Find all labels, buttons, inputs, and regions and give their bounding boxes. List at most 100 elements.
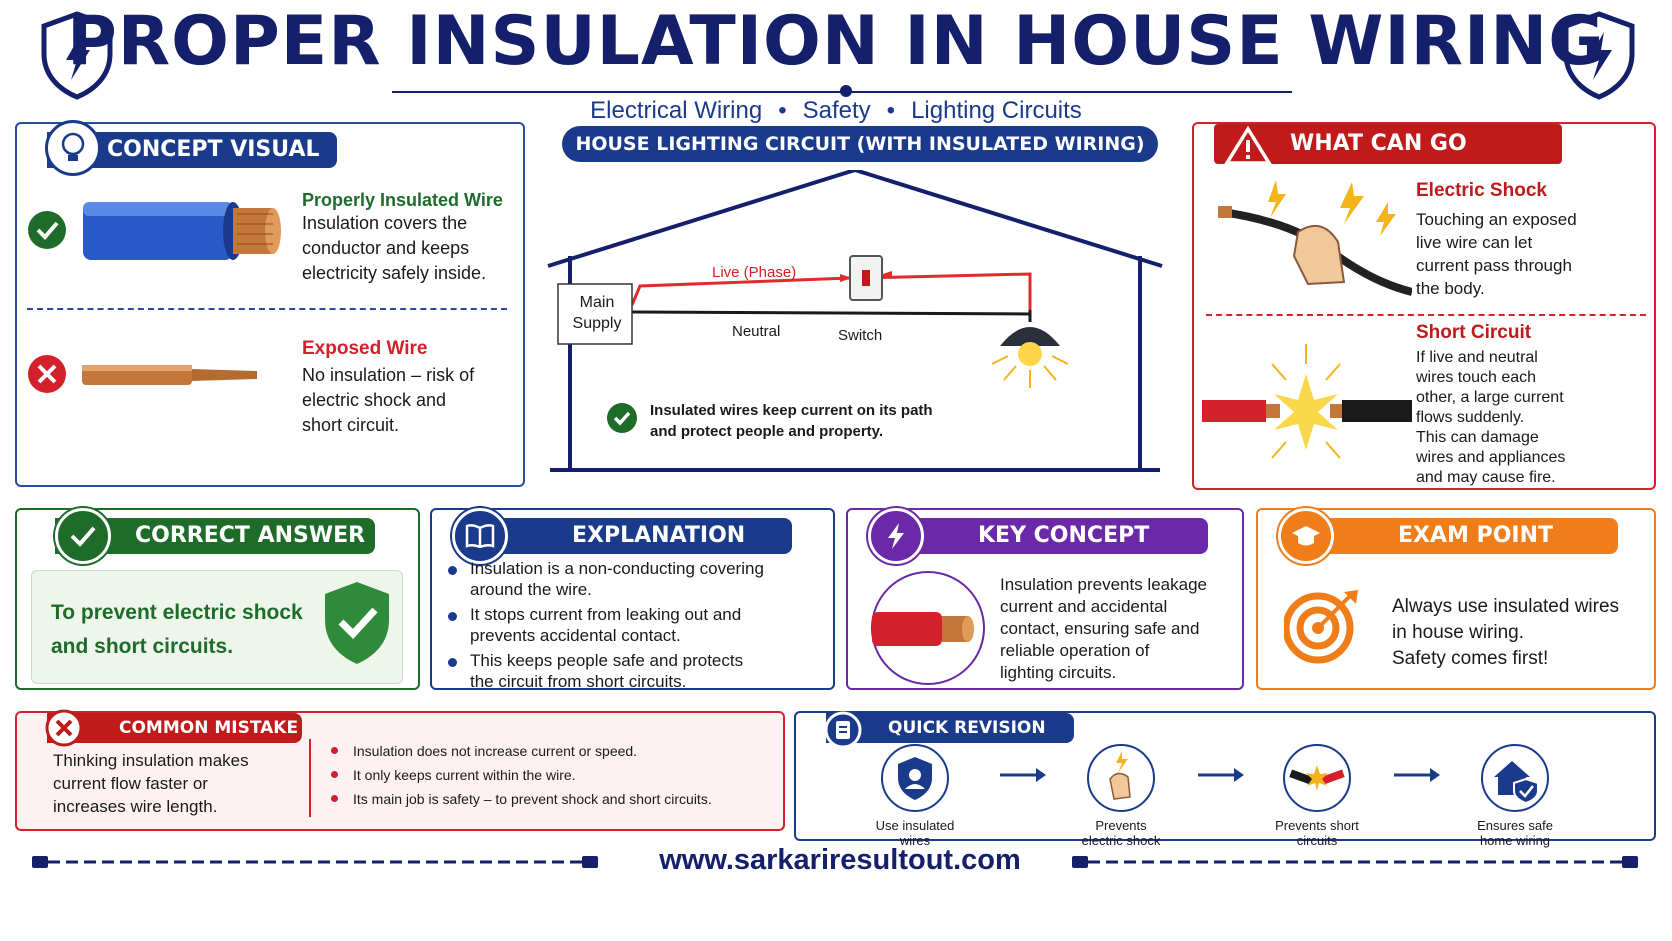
exam-line-1: Always use insulated wires bbox=[1392, 596, 1620, 617]
hand-shock-icon bbox=[1087, 744, 1155, 812]
exposed-wire-heading: Exposed Wire bbox=[302, 338, 428, 359]
revision-step-1: Use insulated wires bbox=[852, 743, 978, 848]
key-concept-panel: KEY CONCEPT Insulation prevents leakage … bbox=[846, 508, 1244, 690]
correct-answer-title: CORRECT ANSWER bbox=[55, 518, 375, 554]
mistake-divider bbox=[309, 739, 311, 817]
clipboard-icon bbox=[824, 711, 862, 754]
key-line-2: current and accidental bbox=[1000, 597, 1168, 616]
short-circuit-heading: Short Circuit bbox=[1416, 322, 1532, 343]
arrow-right-icon bbox=[1196, 765, 1246, 790]
warning-icon bbox=[1223, 125, 1273, 171]
key-line-4: reliable operation of bbox=[1000, 641, 1150, 660]
explanation-title: EXPLANATION bbox=[462, 518, 792, 554]
common-mistake-title: COMMON MISTAKE bbox=[47, 713, 302, 743]
good-wire-line-2: conductor and keeps bbox=[302, 238, 470, 258]
arrow-right-icon bbox=[1392, 765, 1442, 790]
subtitle-tags: Electrical Wiring•Safety•Lighting Circui… bbox=[0, 97, 1672, 125]
shock-line-2: live wire can let bbox=[1416, 233, 1533, 252]
exposed-wire-line-1: No insulation – risk of bbox=[302, 365, 475, 385]
good-wire-line-3: electricity safely inside. bbox=[302, 263, 487, 283]
good-wire-line-1: Insulation covers the bbox=[302, 213, 468, 233]
mistake-bullet-list: Insulation does not increase current or … bbox=[327, 741, 777, 813]
tag-separator: • bbox=[778, 97, 787, 124]
red-wire-circle-image bbox=[868, 568, 994, 693]
good-wire-heading: Properly Insulated Wire bbox=[302, 190, 503, 210]
step-3-line-1: Prevents short bbox=[1275, 818, 1359, 833]
circuit-title: HOUSE LIGHTING CIRCUIT (WITH INSULATED W… bbox=[575, 133, 1145, 155]
exposed-wire-line-2: electric shock and bbox=[302, 390, 447, 410]
short-line-4: flows suddenly. bbox=[1416, 409, 1525, 426]
short-line-3: other, a large current bbox=[1416, 389, 1564, 406]
revision-step-4: Ensures safe home wiring bbox=[1452, 743, 1578, 848]
mistake-line-3: increases wire length. bbox=[53, 797, 218, 816]
footer-url[interactable]: www.sarkariresultout.com bbox=[659, 844, 1021, 876]
exposed-wire-image bbox=[82, 360, 262, 395]
short-line-2: wires touch each bbox=[1416, 369, 1537, 386]
step-1-line-2: wires bbox=[899, 833, 931, 848]
left-shield-icon bbox=[38, 10, 116, 105]
safe-home-icon bbox=[1481, 744, 1549, 812]
shock-line-1: Touching an exposed bbox=[1416, 210, 1577, 229]
circuit-check-icon bbox=[606, 402, 638, 439]
short-circuit-image bbox=[1202, 334, 1412, 479]
step-4-line-2: home wiring bbox=[1479, 833, 1551, 848]
circuit-title-banner: HOUSE LIGHTING CIRCUIT (WITH INSULATED W… bbox=[562, 126, 1158, 162]
dashed-divider bbox=[27, 308, 507, 310]
switch-label: Switch bbox=[838, 327, 883, 344]
short-line-1: If live and neutral bbox=[1416, 349, 1538, 366]
house-circuit-diagram bbox=[540, 167, 1170, 515]
footer-right-plug-line bbox=[1072, 852, 1642, 877]
lightbulb-icon bbox=[45, 120, 101, 176]
step-1-line-1: Use insulated bbox=[875, 818, 955, 833]
quick-revision-title: QUICK REVISION bbox=[826, 713, 1074, 743]
footer-left-plug-line bbox=[32, 852, 602, 877]
electric-shock-image bbox=[1212, 172, 1413, 307]
answer-check-icon bbox=[55, 508, 111, 564]
check-green-icon bbox=[27, 210, 67, 255]
wrong-dashed-divider bbox=[1206, 314, 1646, 316]
exam-point-title: EXAM POINT bbox=[1288, 518, 1618, 554]
what-can-go-wrong-panel: WHAT CAN GO WRONG? Electric Shock Touchi… bbox=[1192, 122, 1656, 490]
shock-line-4: the body. bbox=[1416, 279, 1485, 298]
step-2-line-1: Prevents bbox=[1095, 818, 1147, 833]
tag-safety: Safety bbox=[802, 97, 871, 124]
exam-line-3: Safety comes first! bbox=[1392, 648, 1549, 669]
short-line-7: and may cause fire. bbox=[1416, 469, 1556, 486]
key-line-1: Insulation prevents leakage bbox=[1000, 575, 1207, 594]
shock-line-3: current pass through bbox=[1416, 256, 1572, 275]
step-3-line-2: circuits bbox=[1296, 833, 1338, 848]
answer-line-2: and short circuits. bbox=[51, 635, 234, 658]
step-4-line-1: Ensures safe bbox=[1477, 818, 1553, 833]
cross-red-icon bbox=[27, 354, 67, 399]
right-shield-icon bbox=[1560, 10, 1638, 105]
wrong-title: WHAT CAN GO WRONG? bbox=[1214, 124, 1562, 196]
mistake-line-2: current flow faster or bbox=[53, 774, 208, 793]
short-line-5: This can damage bbox=[1416, 429, 1539, 446]
tag-separator: • bbox=[886, 97, 896, 124]
mistake-cross-icon bbox=[45, 709, 83, 752]
key-concept-title: KEY CONCEPT bbox=[878, 518, 1208, 554]
key-line-5: lighting circuits. bbox=[1000, 663, 1117, 682]
step-2-line-2: electric shock bbox=[1081, 833, 1161, 848]
exam-line-2: in house wiring. bbox=[1392, 622, 1525, 643]
spark-wires-icon bbox=[1283, 744, 1351, 812]
common-mistake-panel: COMMON MISTAKE Thinking insulation makes… bbox=[15, 709, 785, 831]
key-line-3: contact, ensuring safe and bbox=[1000, 619, 1200, 638]
mistake-line-1: Thinking insulation makes bbox=[53, 751, 249, 770]
answer-line-1: To prevent electric shock bbox=[51, 601, 303, 624]
user-shield-icon bbox=[881, 744, 949, 812]
short-line-6: wires and appliances bbox=[1416, 449, 1566, 466]
correct-answer-panel: CORRECT ANSWER To prevent electric shock… bbox=[15, 508, 420, 690]
explanation-panel: EXPLANATION Insulation is a non-conducti… bbox=[430, 508, 835, 691]
page-title: PROPER INSULATION IN HOUSE WIRING bbox=[66, 2, 1606, 81]
graduation-cap-icon bbox=[1278, 508, 1334, 564]
shield-check-icon bbox=[319, 578, 395, 671]
exam-point-panel: EXAM POINT Always use insulated wires in… bbox=[1256, 508, 1656, 690]
tag-electrical-wiring: Electrical Wiring bbox=[590, 97, 763, 124]
exposed-wire-line-3: short circuit. bbox=[302, 415, 400, 435]
live-phase-label: Live (Phase) bbox=[712, 264, 797, 281]
